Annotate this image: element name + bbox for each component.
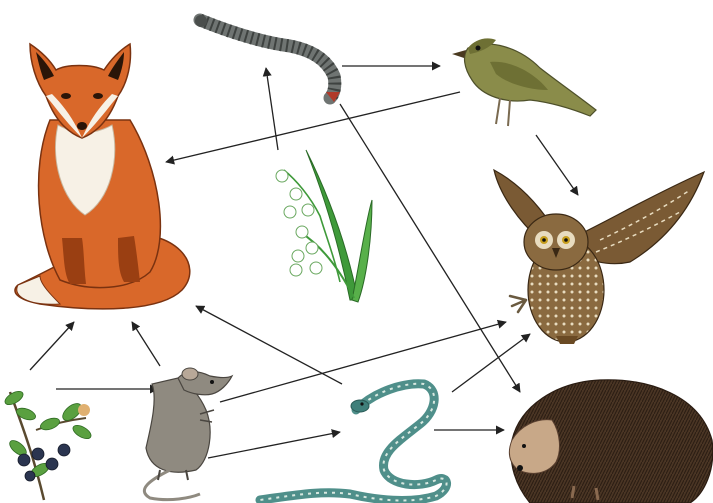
owl-illustration: [494, 170, 704, 344]
blueberry-branch-illustration: [3, 389, 93, 500]
arrow-sparrow-to-owl: [536, 135, 578, 195]
arrow-mouse-to-snake: [208, 432, 340, 458]
arrow-sparrow-to-fox: [166, 92, 460, 162]
mouse-illustration: [144, 368, 232, 500]
sparrow-illustration: [452, 38, 596, 126]
arrow-snake-to-fox: [196, 306, 342, 384]
lily-of-the-valley-illustration: [276, 150, 372, 302]
arrow-mouse-to-owl: [220, 322, 506, 402]
fox-illustration: [15, 44, 190, 309]
arrow-blueberry-to-fox: [30, 322, 74, 370]
hedgehog-illustration: [509, 380, 712, 503]
arrow-mouse-to-fox: [132, 322, 160, 366]
caterpillar-illustration: [195, 15, 340, 102]
arrow-snake-to-owl: [452, 334, 530, 392]
